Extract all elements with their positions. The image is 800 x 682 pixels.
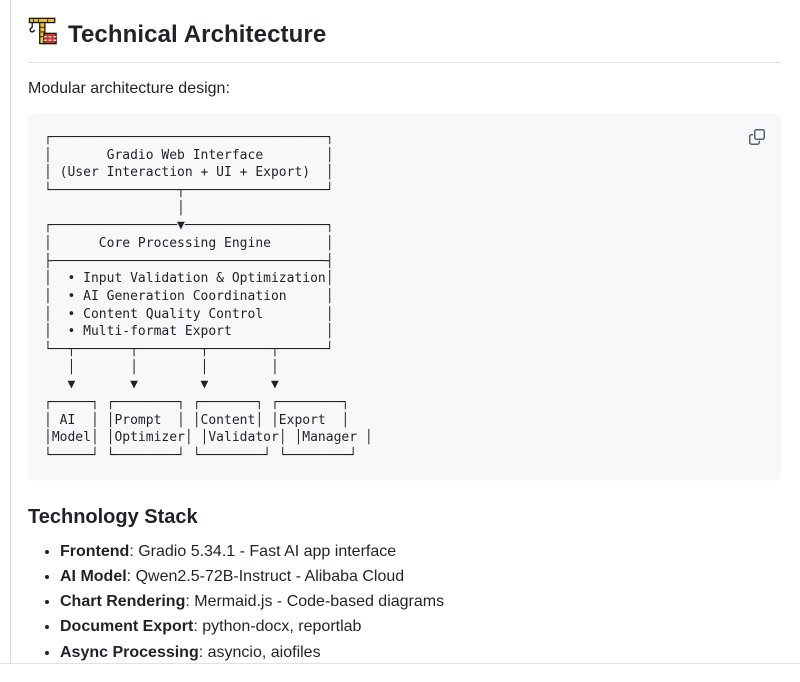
item-label: Chart Rendering [60,593,186,611]
item-text: : Mermaid.js - Code-based diagrams [185,593,445,611]
bottom-divider [0,663,800,664]
code-block: ┌───────────────────────────────────┐ │ … [28,113,781,481]
item-label: Async Processing [60,643,199,661]
list-item: Frontend: Gradio 5.34.1 - Fast AI app in… [60,540,781,563]
list-item: Document Export: python-docx, reportlab [60,615,781,638]
item-label: Frontend [60,542,130,560]
list-item: AI Model: Qwen2.5-72B-Instruct - Alibaba… [60,565,781,588]
tech-stack-heading: Technology Stack [28,505,198,528]
item-text: : Qwen2.5-72B-Instruct - Alibaba Cloud [126,567,405,585]
copy-icon [749,129,765,145]
item-label: AI Model [60,567,127,585]
tech-stack-list: Frontend: Gradio 5.34.1 - Fast AI app in… [28,540,781,664]
list-item: Chart Rendering: Mermaid.js - Code-based… [60,590,781,613]
building-construction-crane-icon [28,16,58,54]
item-label: Document Export [60,618,194,636]
copy-button[interactable] [743,123,771,151]
list-item: Async Processing: asyncio, aiofiles [60,641,781,664]
item-text: : python-docx, reportlab [193,618,362,636]
item-text: : Gradio 5.34.1 - Fast AI app interface [129,542,397,560]
page-title-text: Technical Architecture [68,21,327,48]
item-text: : asyncio, aiofiles [198,643,321,661]
content-container: Technical Architecture Modular architect… [10,0,800,663]
intro-text: Modular architecture design: [28,80,230,97]
page-title: Technical Architecture [28,16,781,63]
ascii-architecture-diagram: ┌───────────────────────────────────┐ │ … [28,113,781,481]
